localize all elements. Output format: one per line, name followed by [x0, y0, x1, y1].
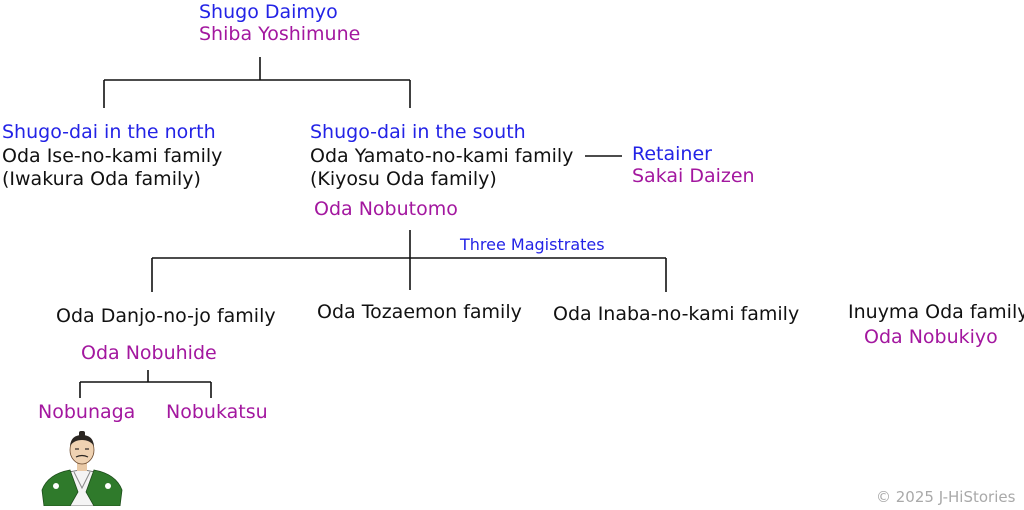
- south-alias: (Kiyosu Oda family): [310, 168, 497, 190]
- north-family: Oda Ise-no-kami family: [2, 145, 223, 167]
- samurai-portrait-icon: [41, 431, 123, 506]
- sakai-daizen-name: Sakai Daizen: [632, 165, 755, 187]
- danjo-family: Oda Danjo-no-jo family: [56, 305, 276, 327]
- oda-nobukiyo-name: Oda Nobukiyo: [864, 326, 998, 348]
- south-family: Oda Yamato-no-kami family: [310, 145, 574, 167]
- oda-nobutomo-name: Oda Nobutomo: [314, 198, 458, 220]
- oda-nobuhide-name: Oda Nobuhide: [81, 342, 217, 364]
- tozaemon-family: Oda Tozaemon family: [317, 301, 522, 323]
- retainer-rank: Retainer: [632, 143, 712, 165]
- shugo-daimyo-rank: Shugo Daimyo: [199, 1, 338, 23]
- inaba-family: Oda Inaba-no-kami family: [553, 303, 800, 325]
- copyright-notice: © 2025 J-HiStories: [876, 488, 1016, 506]
- north-alias: (Iwakura Oda family): [2, 168, 201, 190]
- north-rank: Shugo-dai in the north: [2, 121, 216, 143]
- shiba-yoshimune-name: Shiba Yoshimune: [199, 23, 361, 45]
- south-rank: Shugo-dai in the south: [310, 121, 526, 143]
- nobunaga-name: Nobunaga: [38, 401, 136, 423]
- nobukatsu-name: Nobukatsu: [166, 401, 268, 423]
- three-magistrates-label: Three Magistrates: [460, 235, 605, 254]
- inuyama-family: Inuyma Oda family: [848, 301, 1024, 323]
